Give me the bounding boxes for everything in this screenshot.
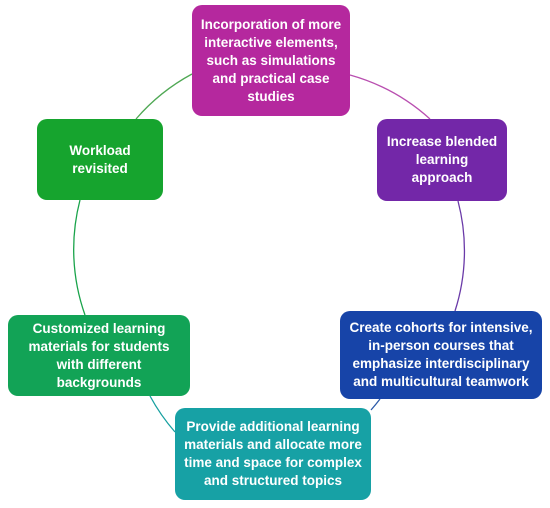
node-additional-materials: Provide additional learning materials an…	[175, 408, 371, 500]
node-label: Workload revisited	[69, 142, 131, 176]
node-customized-materials: Customized learning materials for studen…	[8, 315, 190, 396]
node-workload: Workload revisited	[37, 119, 163, 200]
node-cohorts: Create cohorts for intensive, in-person …	[340, 311, 542, 399]
node-label: Incorporation of more interactive elemen…	[200, 16, 342, 104]
connector-4-5	[149, 395, 176, 433]
node-label: Provide additional learning materials an…	[184, 419, 362, 488]
node-blended-learning: Increase blended learning approach	[377, 119, 507, 201]
node-interactive-elements: Incorporation of more interactive elemen…	[192, 5, 350, 116]
node-label: Create cohorts for intensive, in-person …	[349, 320, 533, 389]
connector-6-1	[135, 73, 193, 120]
connector-5-6	[73, 199, 86, 316]
connector-1-2	[349, 74, 431, 120]
connector-3-4	[370, 398, 381, 411]
connector-2-3	[454, 200, 466, 312]
node-label: Customized learning materials for studen…	[28, 320, 170, 390]
node-label: Increase blended learning approach	[386, 134, 498, 185]
